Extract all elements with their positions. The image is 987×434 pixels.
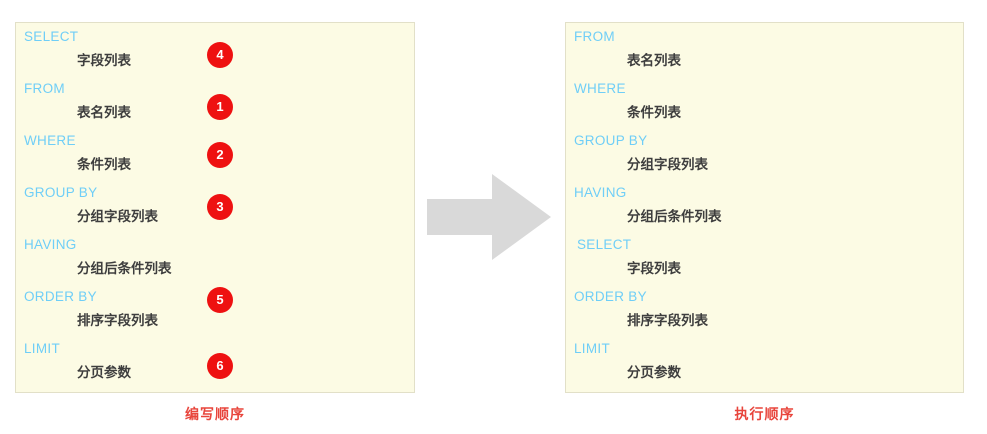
sql-clause-value: 表名列表 (627, 53, 681, 68)
order-badge: 3 (207, 194, 233, 220)
sql-clause-value: 排序字段列表 (627, 313, 708, 328)
writing-order-panel: SELECT 字段列表 FROM 表名列表 WHERE 条件列表 GROUP B… (15, 22, 415, 393)
sql-clause-value: 字段列表 (77, 53, 131, 68)
sql-keyword: WHERE (24, 133, 76, 148)
sql-clause-value: 分页参数 (77, 365, 131, 380)
order-badge: 2 (207, 142, 233, 168)
order-badge: 4 (207, 42, 233, 68)
order-badge: 5 (207, 287, 233, 313)
sql-clause-value: 表名列表 (77, 105, 131, 120)
sql-keyword: SELECT (577, 237, 632, 252)
sql-keyword: GROUP BY (24, 185, 98, 200)
transform-arrow-icon (427, 172, 553, 262)
sql-clause-value: 分组后条件列表 (627, 209, 722, 224)
sql-clause-value: 排序字段列表 (77, 313, 158, 328)
sql-keyword: WHERE (574, 81, 626, 96)
sql-clause-value: 分组字段列表 (627, 157, 708, 172)
sql-keyword: LIMIT (24, 341, 61, 356)
sql-keyword: HAVING (24, 237, 77, 252)
sql-keyword: GROUP BY (574, 133, 648, 148)
order-badge: 6 (207, 353, 233, 379)
execution-order-caption: 执行顺序 (734, 406, 795, 422)
sql-clause-value: 分组后条件列表 (77, 261, 172, 276)
sql-keyword: HAVING (574, 185, 627, 200)
sql-keyword: ORDER BY (574, 289, 647, 304)
sql-clause-value: 条件列表 (77, 157, 131, 172)
sql-keyword: SELECT (24, 29, 79, 44)
order-badge: 1 (207, 94, 233, 120)
writing-order-caption: 编写顺序 (185, 406, 245, 422)
execution-order-panel: FROM 表名列表 WHERE 条件列表 GROUP BY 分组字段列表 HAV… (565, 22, 964, 393)
sql-keyword: ORDER BY (24, 289, 97, 304)
sql-clause-value: 字段列表 (627, 261, 681, 276)
writing-order-panel-content: SELECT 字段列表 FROM 表名列表 WHERE 条件列表 GROUP B… (16, 23, 414, 392)
sql-clause-value: 分组字段列表 (77, 209, 158, 224)
sql-clause-value: 条件列表 (627, 105, 681, 120)
sql-keyword: LIMIT (574, 341, 611, 356)
sql-clause-value: 分页参数 (627, 365, 681, 380)
sql-keyword: FROM (24, 81, 65, 96)
sql-keyword: FROM (574, 29, 615, 44)
execution-order-panel-content: FROM 表名列表 WHERE 条件列表 GROUP BY 分组字段列表 HAV… (566, 23, 963, 392)
